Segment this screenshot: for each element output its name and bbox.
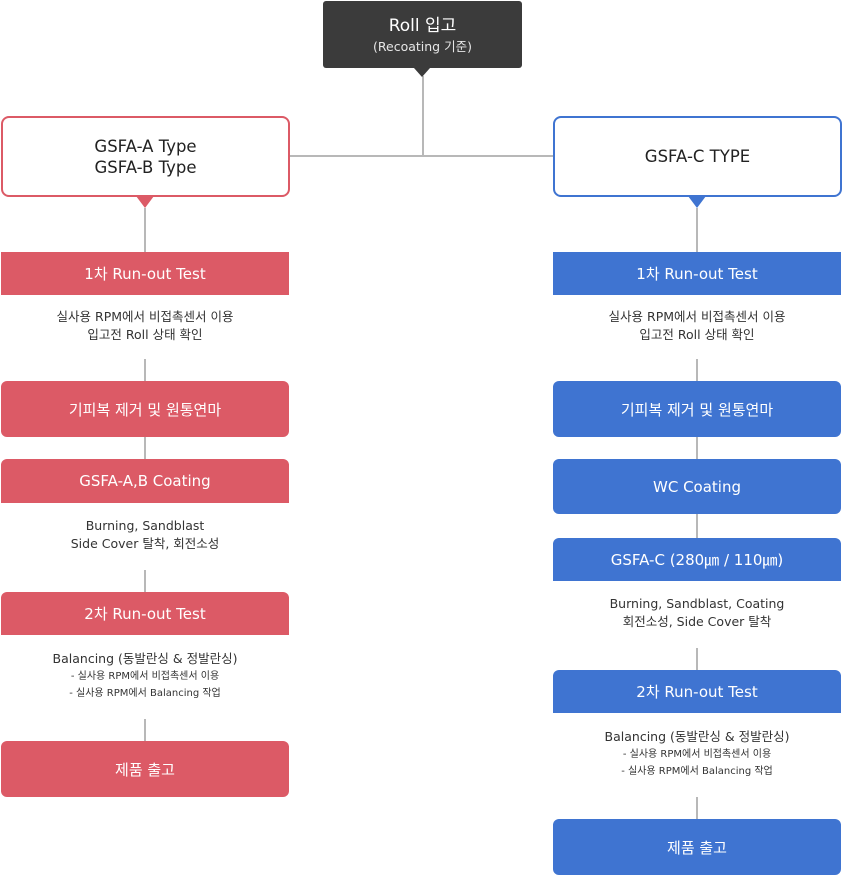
left-step-4-description: Balancing (동발란싱 & 정발란싱) - 실사용 RPM에서 비접촉센… [1, 650, 289, 702]
step-label: 기피복 제거 및 원통연마 [620, 400, 774, 419]
left-connector-line [144, 570, 146, 592]
right-step-6-shipping: 제품 출고 [553, 819, 841, 875]
right-connector-line [696, 359, 698, 381]
right-step-1-description: 실사용 RPM에서 비접촉센서 이용 입고전 Roll 상태 확인 [553, 308, 841, 344]
desc-line: Balancing (동발란싱 & 정발란싱) [604, 729, 790, 744]
step-label: 기피복 제거 및 원통연마 [68, 400, 222, 419]
type-label: GSFA-B Type [94, 157, 197, 177]
left-step-3-gsfa-ab-coating: GSFA-A,B Coating [1, 459, 289, 503]
desc-sub-line: - 실사용 RPM에서 Balancing 작업 [621, 766, 773, 777]
right-connector-line [696, 797, 698, 819]
right-step-2-coating-removal: 기피복 제거 및 원통연마 [553, 381, 841, 437]
left-step-4-runout-test: 2차 Run-out Test [1, 592, 289, 635]
step-label: 제품 출고 [115, 760, 175, 779]
right-step-4-gsfa-c: GSFA-C (280㎛ / 110㎛) [553, 538, 841, 581]
right-step-5-runout-test: 2차 Run-out Test [553, 670, 841, 713]
left-step-3-description: Burning, Sandblast Side Cover 탈착, 회전소성 [1, 517, 289, 553]
left-connector-line [144, 208, 146, 252]
left-step-5-shipping: 제품 출고 [1, 741, 289, 797]
desc-line: 실사용 RPM에서 비접촉센서 이용 [608, 309, 786, 324]
desc-line: 실사용 RPM에서 비접촉센서 이용 [56, 309, 234, 324]
step-label: 2차 Run-out Test [84, 605, 206, 623]
step-label: GSFA-A,B Coating [79, 472, 211, 490]
type-label: GSFA-A Type [94, 136, 197, 156]
gsfa-ab-arrow [136, 196, 154, 208]
step-label: 1차 Run-out Test [636, 265, 758, 283]
step-label: WC Coating [653, 477, 741, 496]
desc-sub-line: - 실사용 RPM에서 Balancing 작업 [69, 688, 221, 699]
step-label: GSFA-C (280㎛ / 110㎛) [610, 551, 784, 569]
gsfa-c-arrow [688, 196, 706, 208]
roll-intake-subtitle: (Recoating 기준) [373, 38, 472, 54]
desc-line: 회전소성, Side Cover 탈착 [622, 614, 772, 629]
left-connector-line [144, 359, 146, 381]
right-step-1-runout-test: 1차 Run-out Test [553, 252, 841, 295]
right-connector-line [696, 208, 698, 252]
roll-intake-title: Roll 입고 [388, 15, 457, 36]
horizontal-connector-line [289, 155, 553, 157]
top-connector-line [422, 76, 424, 156]
right-step-3-wc-coating: WC Coating [553, 459, 841, 514]
desc-line: 입고전 Roll 상태 확인 [87, 327, 203, 342]
desc-line: Side Cover 탈착, 회전소성 [70, 536, 220, 551]
desc-sub-line: - 실사용 RPM에서 비접촉센서 이용 [70, 671, 220, 682]
right-connector-line [696, 648, 698, 670]
left-step-2-coating-removal: 기피복 제거 및 원통연마 [1, 381, 289, 437]
left-step-1-description: 실사용 RPM에서 비접촉센서 이용 입고전 Roll 상태 확인 [1, 308, 289, 344]
right-step-5-description: Balancing (동발란싱 & 정발란싱) - 실사용 RPM에서 비접촉센… [553, 728, 841, 780]
desc-line: Balancing (동발란싱 & 정발란싱) [52, 651, 238, 666]
step-label: 1차 Run-out Test [84, 265, 206, 283]
step-label: 제품 출고 [667, 838, 727, 857]
roll-intake-node: Roll 입고 (Recoating 기준) [323, 1, 522, 68]
gsfa-ab-type-box: GSFA-A Type GSFA-B Type [1, 116, 290, 197]
desc-sub-line: - 실사용 RPM에서 비접촉센서 이용 [622, 749, 772, 760]
step-label: 2차 Run-out Test [636, 683, 758, 701]
gsfa-c-type-box: GSFA-C TYPE [553, 116, 842, 197]
desc-line: Burning, Sandblast [85, 518, 205, 533]
left-step-1-runout-test: 1차 Run-out Test [1, 252, 289, 295]
right-step-4-description: Burning, Sandblast, Coating 회전소성, Side C… [553, 595, 841, 631]
type-label: GSFA-C TYPE [644, 147, 751, 166]
desc-line: 입고전 Roll 상태 확인 [639, 327, 755, 342]
left-connector-line [144, 437, 146, 459]
left-connector-line [144, 719, 146, 741]
right-connector-line [696, 514, 698, 538]
right-connector-line [696, 437, 698, 459]
desc-line: Burning, Sandblast, Coating [609, 596, 785, 611]
roll-intake-arrow [414, 68, 430, 77]
